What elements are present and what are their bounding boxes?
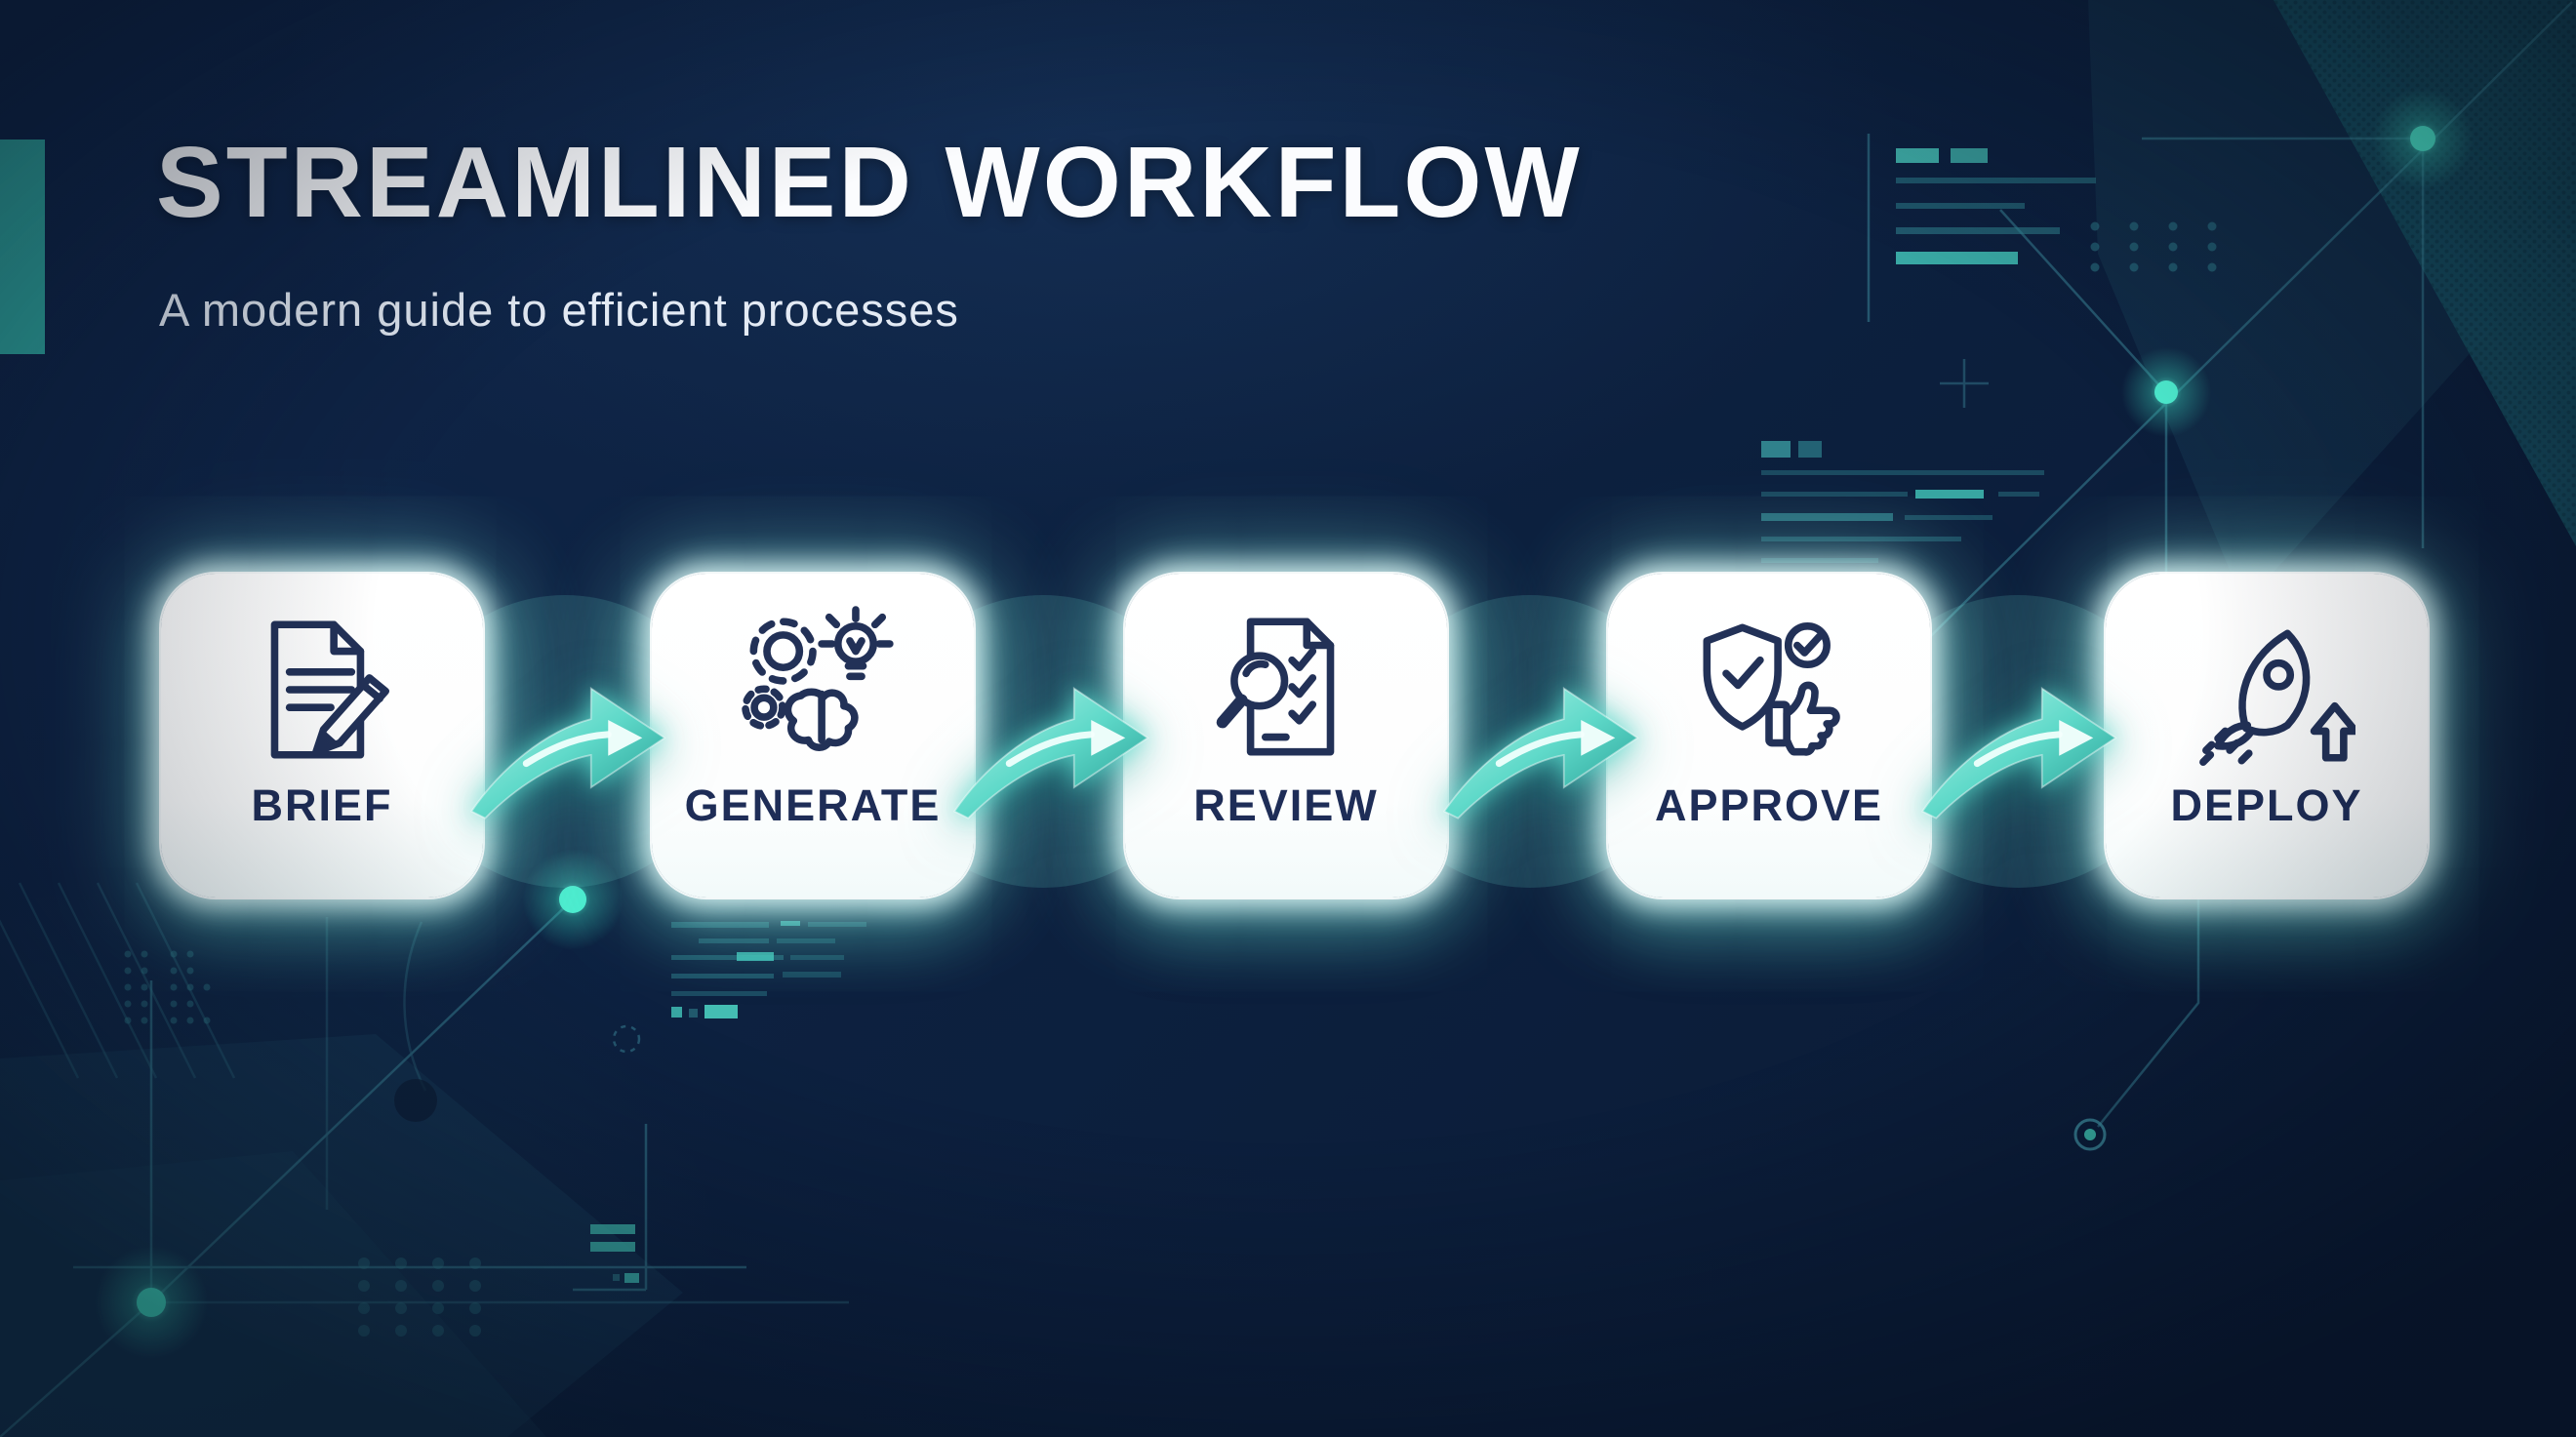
curved-arrow-right-icon — [952, 686, 1149, 819]
step-card-approve: APPROVE — [1608, 574, 1930, 898]
icon-wrap — [1680, 597, 1858, 782]
rocket-launch-icon — [2197, 629, 2355, 768]
accent-bar — [0, 140, 45, 354]
step-label: DEPLOY — [2170, 780, 2363, 830]
step-card-generate: GENERATE — [652, 574, 974, 898]
step-card-brief: BRIEF — [161, 574, 483, 898]
page-title: STREAMLINED WORKFLOW — [156, 126, 1583, 238]
step-card-review: REVIEW — [1125, 574, 1447, 898]
step-label: BRIEF — [251, 780, 393, 830]
gears-brain-idea-icon — [742, 606, 894, 751]
icon-wrap — [724, 597, 902, 782]
code-lines-mid — [671, 921, 866, 1018]
code-lines-top — [1896, 148, 2096, 264]
code-lines-right — [1761, 441, 2044, 592]
dashed-circle — [612, 1024, 641, 1054]
document-pencil-icon — [270, 620, 390, 759]
plus-mark — [1940, 359, 1989, 408]
magnifier-checklist-icon — [1216, 618, 1335, 756]
step-card-deploy: DEPLOY — [2106, 574, 2428, 898]
curved-arrow-right-icon — [469, 686, 666, 819]
icon-wrap — [1197, 597, 1375, 782]
icon-wrap — [233, 597, 411, 782]
icon-wrap — [2178, 597, 2355, 782]
step-label: APPROVE — [1654, 780, 1884, 830]
dark-circle — [394, 1079, 437, 1122]
curved-arrow-right-icon — [1442, 686, 1639, 819]
shield-check-thumbs-up-icon — [1703, 621, 1840, 756]
page-subtitle: A modern guide to efficient processes — [159, 284, 959, 336]
step-label: REVIEW — [1193, 780, 1379, 830]
curved-arrow-right-icon — [1920, 686, 2117, 819]
step-label: GENERATE — [684, 780, 942, 830]
